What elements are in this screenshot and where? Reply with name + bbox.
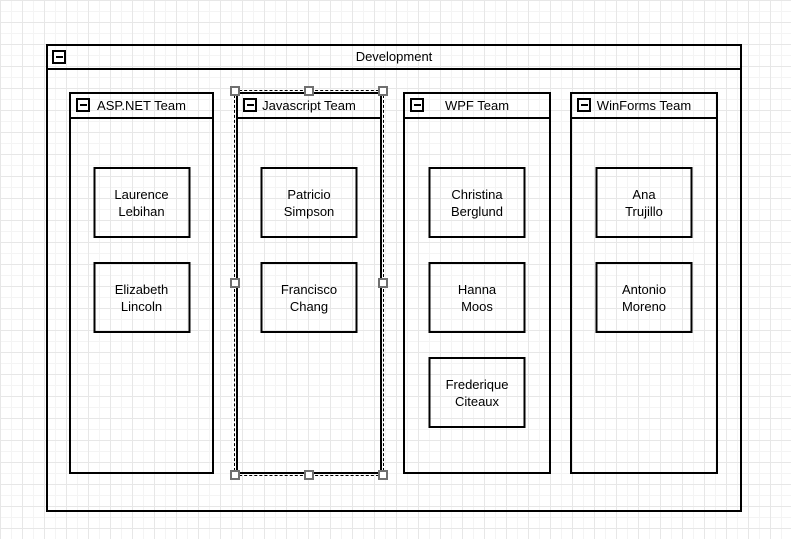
- container-aspnet-team[interactable]: ASP.NET Team Laurence Lebihan Elizabeth …: [69, 92, 214, 474]
- development-title: Development: [355, 49, 433, 64]
- resize-handle-w[interactable]: [230, 278, 240, 288]
- member-card[interactable]: Frederique Citeaux: [428, 357, 526, 428]
- member-card[interactable]: Francisco Chang: [260, 262, 358, 333]
- member-card[interactable]: Hanna Moos: [428, 262, 526, 333]
- aspnet-team-header[interactable]: ASP.NET Team: [71, 94, 212, 119]
- container-winforms-team[interactable]: WinForms Team Ana Trujillo Antonio Moren…: [570, 92, 718, 474]
- aspnet-team-body: Laurence Lebihan Elizabeth Lincoln: [71, 119, 212, 472]
- wpf-team-header[interactable]: WPF Team: [405, 94, 549, 119]
- wpf-team-body: Christina Berglund Hanna Moos Frederique…: [405, 119, 549, 472]
- container-development[interactable]: Development: [46, 44, 742, 512]
- collapse-minus-icon[interactable]: [577, 98, 591, 112]
- javascript-team-header[interactable]: Javascript Team: [238, 94, 380, 119]
- resize-handle-s[interactable]: [304, 470, 314, 480]
- member-card[interactable]: Ana Trujillo: [595, 167, 693, 238]
- wpf-team-title: WPF Team: [444, 97, 510, 113]
- aspnet-team-title: ASP.NET Team: [97, 97, 186, 113]
- resize-handle-se[interactable]: [378, 470, 388, 480]
- winforms-team-header[interactable]: WinForms Team: [572, 94, 716, 119]
- member-card[interactable]: Christina Berglund: [428, 167, 526, 238]
- resize-handle-e[interactable]: [378, 278, 388, 288]
- member-card[interactable]: Elizabeth Lincoln: [93, 262, 190, 333]
- member-name: Ana Trujillo: [625, 186, 663, 219]
- resize-handle-sw[interactable]: [230, 470, 240, 480]
- member-name: Christina Berglund: [450, 186, 504, 219]
- container-javascript-team[interactable]: Javascript Team Patricio Simpson Francis…: [230, 86, 388, 480]
- collapse-minus-icon[interactable]: [243, 98, 257, 112]
- member-name: Hanna Moos: [457, 281, 497, 314]
- resize-handle-nw[interactable]: [230, 86, 240, 96]
- collapse-minus-icon[interactable]: [52, 50, 66, 64]
- member-name: Laurence Lebihan: [114, 186, 169, 219]
- member-card[interactable]: Laurence Lebihan: [93, 167, 190, 238]
- winforms-team-body: Ana Trujillo Antonio Moreno: [572, 119, 716, 472]
- collapse-minus-icon[interactable]: [76, 98, 90, 112]
- javascript-team-title: Javascript Team: [262, 97, 356, 113]
- member-name: Frederique Citeaux: [445, 376, 509, 409]
- member-name: Elizabeth Lincoln: [114, 281, 169, 314]
- winforms-team-title: WinForms Team: [596, 97, 692, 113]
- member-card[interactable]: Patricio Simpson: [260, 167, 358, 238]
- collapse-minus-icon[interactable]: [410, 98, 424, 112]
- member-card[interactable]: Antonio Moreno: [595, 262, 693, 333]
- resize-handle-n[interactable]: [304, 86, 314, 96]
- container-wpf-team[interactable]: WPF Team Christina Berglund Hanna Moos F…: [403, 92, 551, 474]
- resize-handle-ne[interactable]: [378, 86, 388, 96]
- javascript-team-body: Patricio Simpson Francisco Chang: [238, 119, 380, 472]
- member-name: Antonio Moreno: [621, 281, 667, 314]
- member-name: Francisco Chang: [280, 281, 338, 314]
- member-name: Patricio Simpson: [283, 186, 335, 219]
- development-header[interactable]: Development: [48, 46, 740, 70]
